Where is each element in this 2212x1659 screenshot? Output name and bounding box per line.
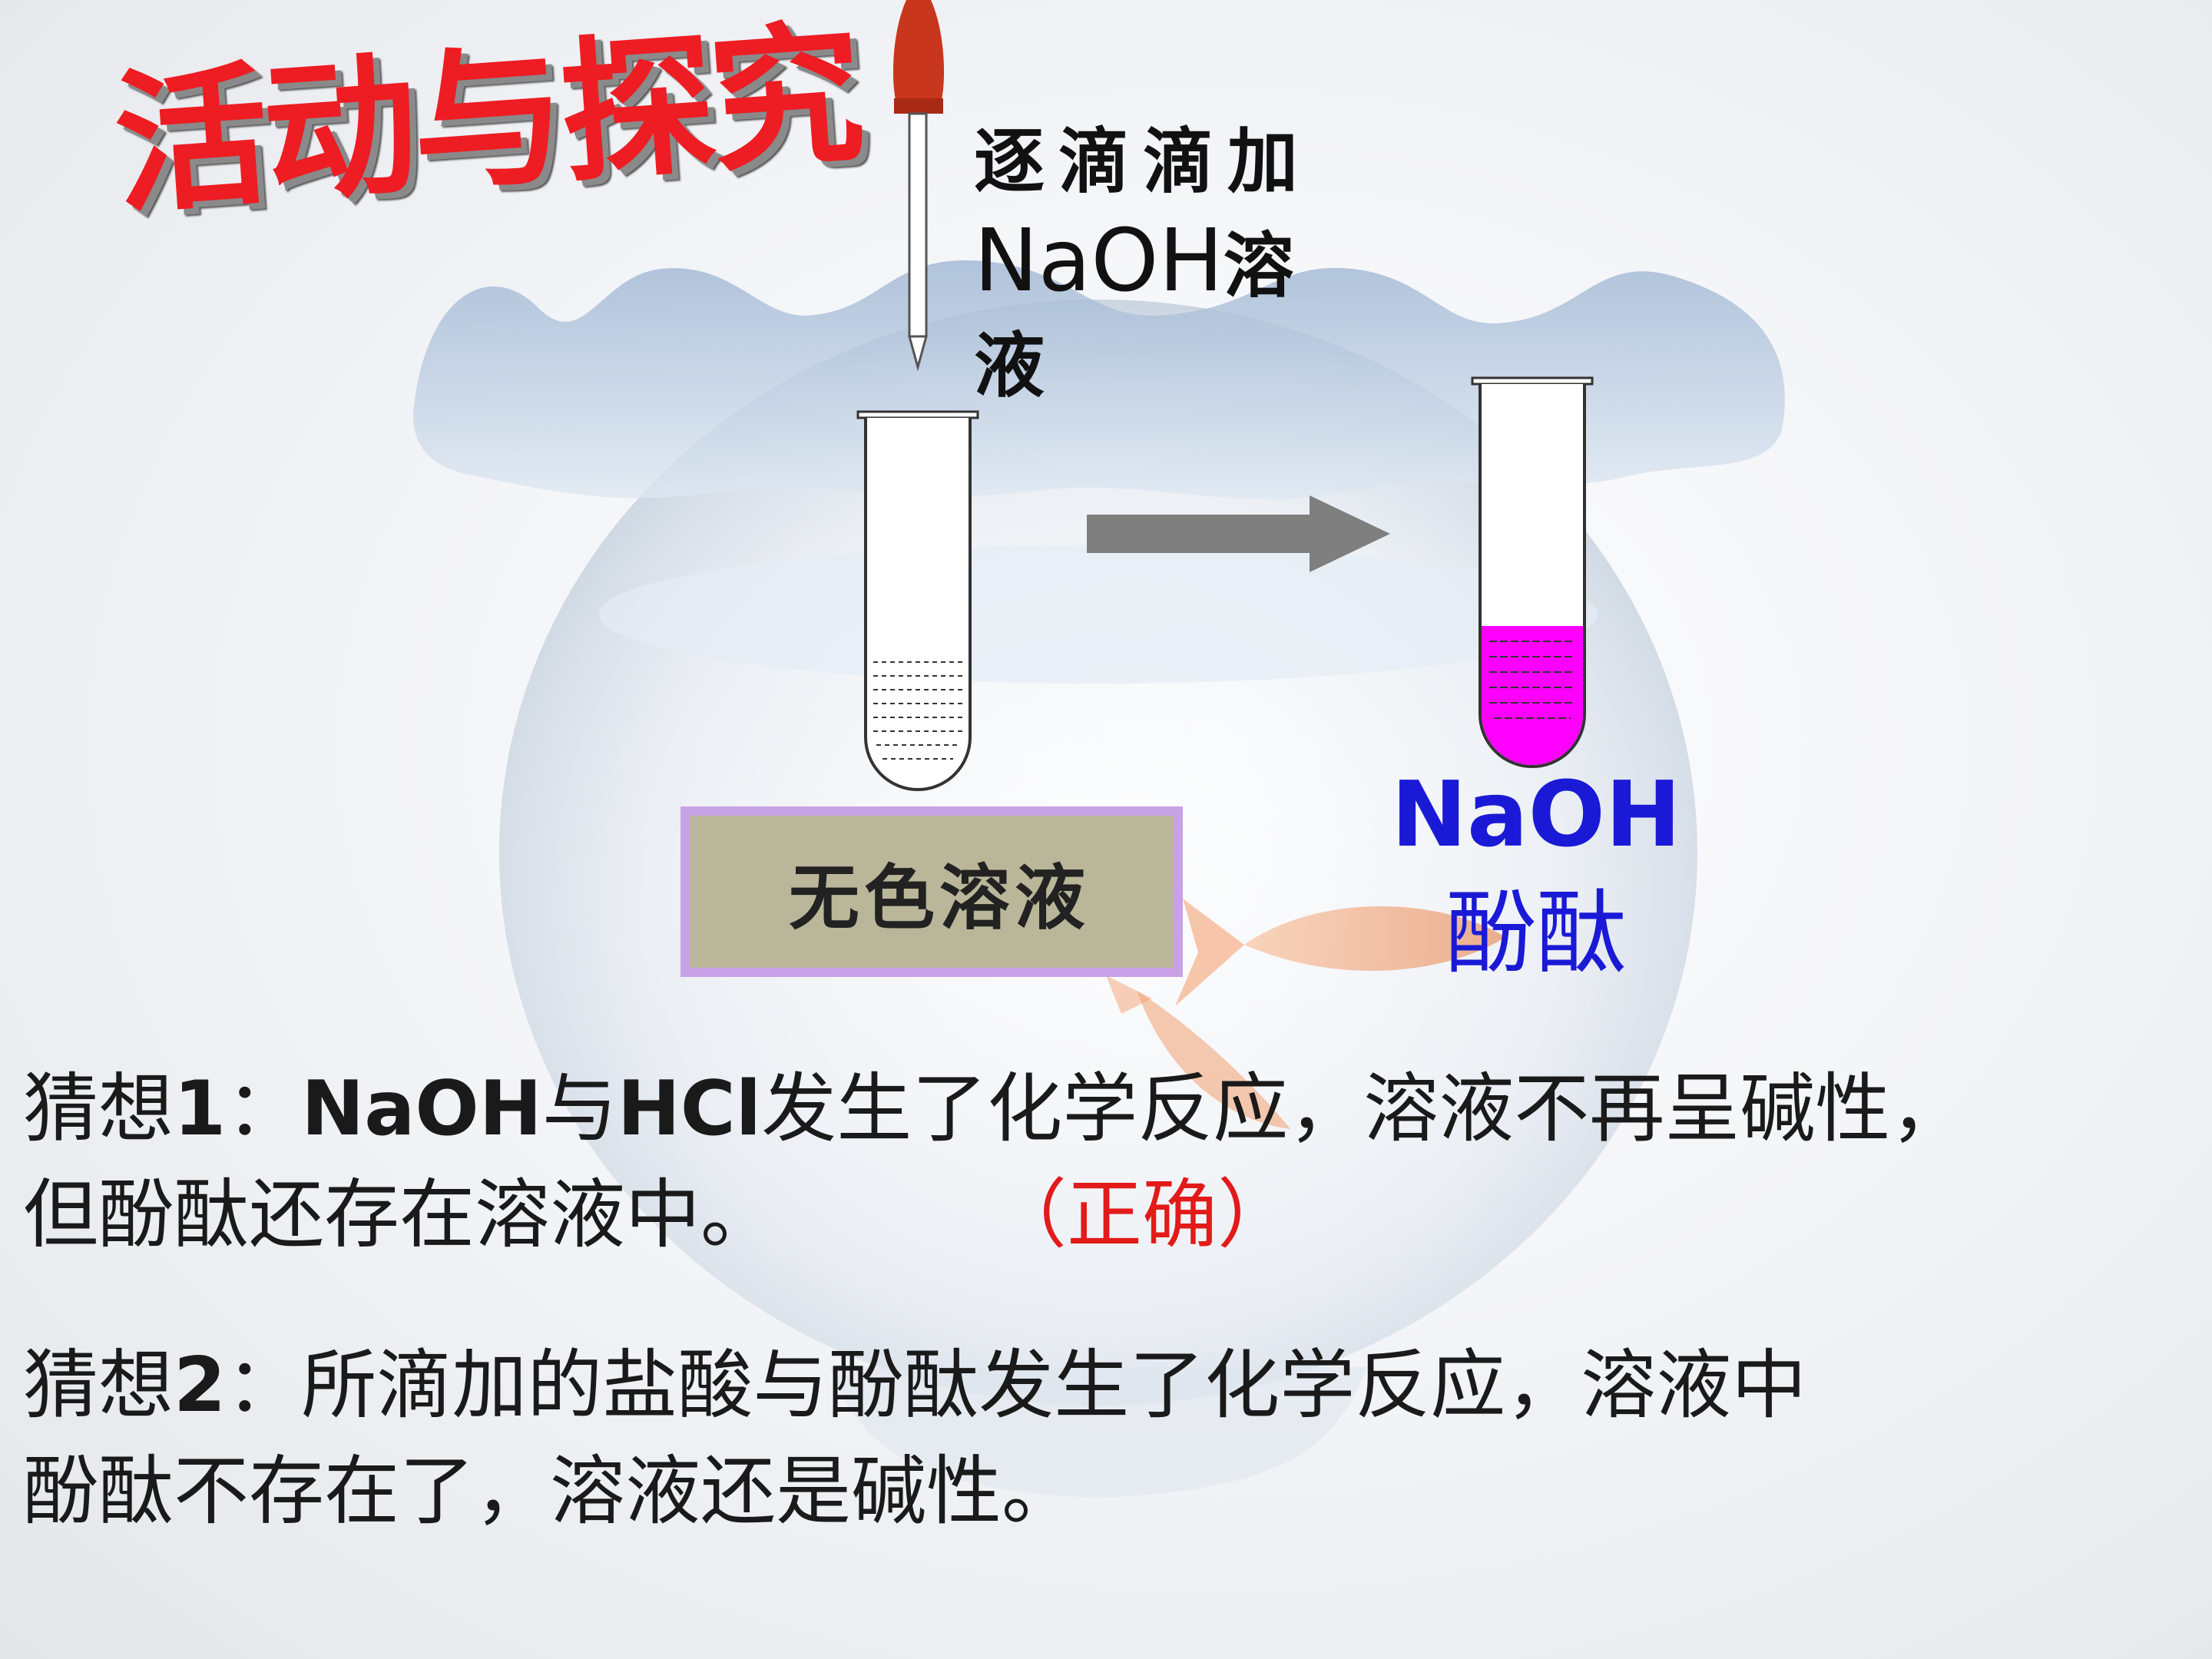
- dropper-label-formula: NaOH: [974, 211, 1224, 311]
- hypothesis-2-line-1: 猜想2：所滴加的盐酸与酚酞发生了化学反应，溶液中: [23, 1333, 2189, 1439]
- hypothesis-1-line-1: 猜想1：NaOH与HCl发生了化学反应，溶液不再呈碱性，: [23, 1056, 2189, 1162]
- dropper-icon: [892, 0, 945, 372]
- colorless-solution-label: 无色溶液: [788, 856, 1090, 939]
- hypothesis-2: 猜想2：所滴加的盐酸与酚酞发生了化学反应，溶液中 酚酞不存在了，溶液还是碱性。: [23, 1333, 2189, 1545]
- hypothesis-2-colon: ：: [226, 1342, 302, 1429]
- hypothesis-1: 猜想1：NaOH与HCl发生了化学反应，溶液不再呈碱性， 但酚酞还存在溶液中。 （…: [23, 1056, 2189, 1268]
- hypothesis-1-line-2: 但酚酞还存在溶液中。 （正确）: [23, 1162, 2189, 1268]
- hypothesis-1-number: 1: [174, 1065, 227, 1153]
- dropper-label: 逐滴滴加 NaOH溶 液: [974, 115, 1389, 412]
- hypothesis-1-prefix: 猜想: [23, 1065, 174, 1153]
- goldfish: [1106, 899, 1505, 1129]
- hypothesis-1-with: 与: [541, 1065, 618, 1153]
- hypothesis-2-text-a: 所滴加的盐酸与酚酞发生了化学反应，溶液中: [301, 1342, 1807, 1429]
- dropper-label-line3: 液: [974, 324, 1045, 407]
- test-tube-magenta-icon: [1471, 376, 1594, 768]
- hypothesis-1-colon: ：: [226, 1065, 302, 1153]
- test-tube-colorless-icon: [856, 410, 979, 791]
- hypothesis-2-line-2: 酚酞不存在了，溶液还是碱性。: [23, 1439, 2189, 1545]
- hypothesis-1-text-b: 但酚酞还存在溶液中。: [23, 1171, 777, 1259]
- hypothesis-1-naoh: NaOH: [301, 1065, 542, 1153]
- hypothesis-2-number: 2: [174, 1342, 227, 1429]
- hypothesis-2-prefix: 猜想: [23, 1342, 174, 1429]
- result-indicator-label: 酚酞: [1445, 880, 1627, 986]
- hypothesis-2-text-b: 酚酞不存在了，溶液还是碱性。: [23, 1448, 1078, 1535]
- hypothesis-1-verdict: （正确）: [1029, 1171, 1293, 1259]
- hypothesis-1-hcl: HCl: [617, 1065, 762, 1153]
- dropper-label-line2: NaOH溶: [974, 207, 1389, 320]
- hypothesis-1-text-a: 发生了化学反应，溶液不再呈碱性，: [761, 1065, 1966, 1153]
- dropper-label-suffix: 溶: [1223, 224, 1294, 307]
- arrow-right-icon: [1087, 495, 1390, 572]
- dropper-label-line1: 逐滴滴加: [974, 120, 1313, 203]
- colorless-solution-box: 无色溶液: [680, 806, 1183, 977]
- result-base-label: NaOH: [1391, 761, 1681, 867]
- page-title: 活动与探究: [108, 3, 865, 236]
